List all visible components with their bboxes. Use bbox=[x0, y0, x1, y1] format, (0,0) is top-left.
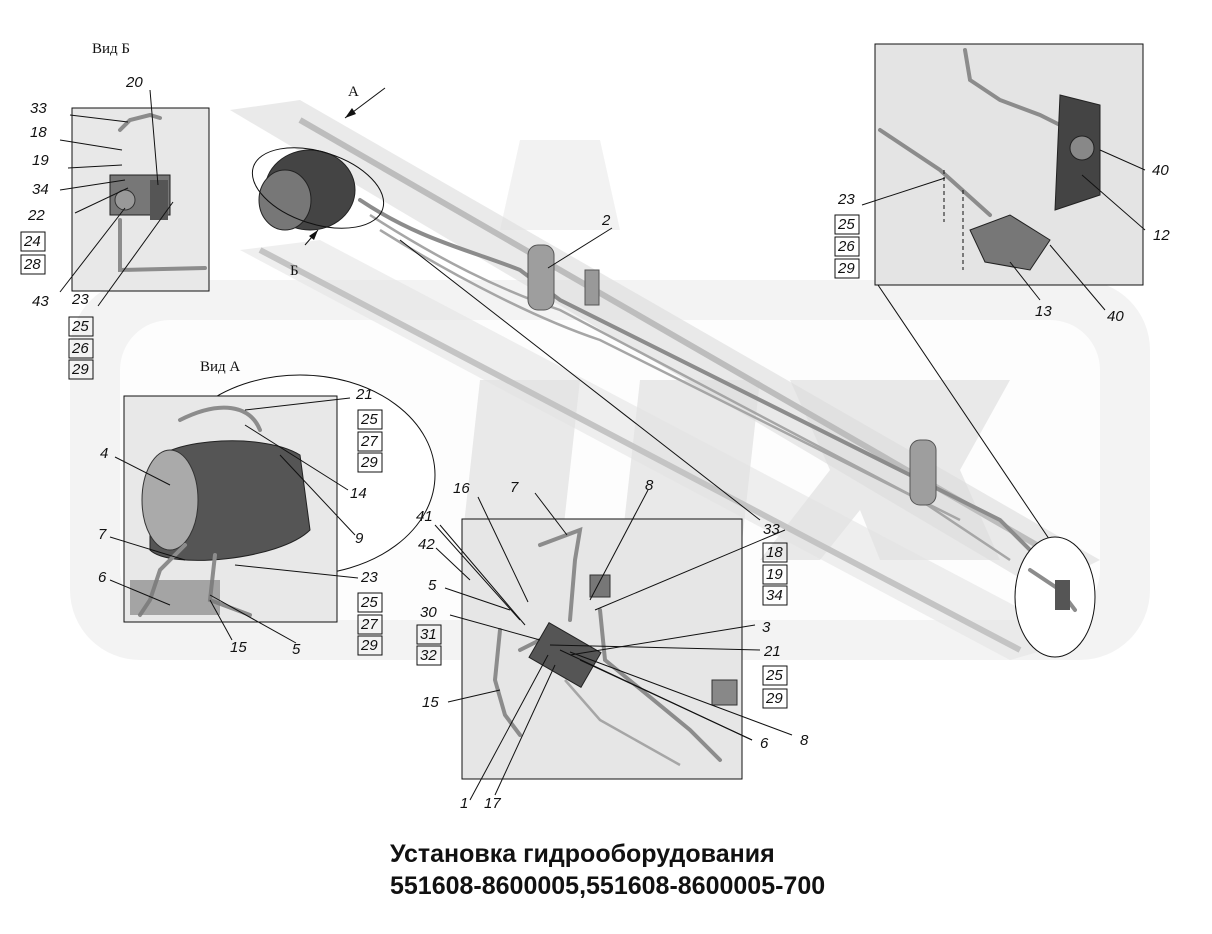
svg-text:8: 8 bbox=[645, 477, 654, 494]
svg-text:23: 23 bbox=[360, 569, 378, 586]
svg-text:40: 40 bbox=[1152, 162, 1169, 179]
svg-text:21: 21 bbox=[763, 643, 781, 660]
svg-text:6: 6 bbox=[760, 735, 769, 752]
svg-text:Вид Б: Вид Б bbox=[92, 41, 130, 57]
svg-text:7: 7 bbox=[510, 479, 519, 496]
svg-text:19: 19 bbox=[766, 566, 783, 583]
svg-text:33: 33 bbox=[763, 521, 780, 538]
svg-text:32: 32 bbox=[420, 647, 437, 664]
svg-text:25: 25 bbox=[71, 318, 89, 335]
svg-text:13: 13 bbox=[1035, 303, 1052, 320]
svg-text:26: 26 bbox=[71, 340, 89, 357]
svg-text:2: 2 bbox=[601, 212, 611, 229]
callout-2: 2 bbox=[547, 212, 613, 269]
svg-text:22: 22 bbox=[27, 207, 45, 224]
svg-text:15: 15 bbox=[422, 694, 439, 711]
svg-text:16: 16 bbox=[453, 480, 470, 497]
inset-center-detail: 16 7 8 41 42 33 18 19 34 5 30 31 32 3 21… bbox=[399, 239, 809, 812]
svg-text:9: 9 bbox=[355, 530, 364, 547]
svg-text:33: 33 bbox=[30, 100, 47, 117]
svg-text:20: 20 bbox=[125, 74, 143, 91]
svg-text:34: 34 bbox=[766, 587, 783, 604]
svg-text:14: 14 bbox=[350, 485, 367, 502]
svg-text:23: 23 bbox=[837, 191, 855, 208]
svg-text:19: 19 bbox=[32, 152, 49, 169]
chassis-frame bbox=[230, 100, 1100, 660]
svg-text:21: 21 bbox=[355, 386, 373, 403]
svg-text:26: 26 bbox=[837, 238, 855, 255]
svg-text:6: 6 bbox=[98, 569, 107, 586]
svg-text:7: 7 bbox=[98, 526, 107, 543]
svg-text:24: 24 bbox=[23, 233, 41, 250]
svg-text:17: 17 bbox=[484, 795, 501, 812]
svg-text:25: 25 bbox=[360, 411, 378, 428]
svg-text:551608-8600005,551608-8600005-: 551608-8600005,551608-8600005-700 bbox=[390, 872, 825, 900]
svg-text:34: 34 bbox=[32, 181, 49, 198]
svg-text:28: 28 bbox=[23, 256, 41, 273]
svg-text:25: 25 bbox=[360, 594, 378, 611]
svg-text:5: 5 bbox=[428, 577, 437, 594]
view-arrow-a: А bbox=[344, 84, 386, 119]
svg-text:41: 41 bbox=[416, 508, 433, 525]
svg-text:29: 29 bbox=[837, 260, 855, 277]
svg-text:8: 8 bbox=[800, 732, 809, 749]
inset-bracket-detail: 40 12 23 25 26 29 13 40 bbox=[834, 43, 1170, 658]
svg-text:29: 29 bbox=[765, 690, 783, 707]
svg-text:5: 5 bbox=[292, 641, 301, 658]
svg-text:4: 4 bbox=[100, 445, 108, 462]
svg-text:40: 40 bbox=[1107, 308, 1124, 325]
svg-text:23: 23 bbox=[71, 291, 89, 308]
inset-view-a: Вид А 21 25 27 29 4 14 9 7 6 15 5 23 25 bbox=[98, 359, 436, 658]
svg-text:29: 29 bbox=[360, 454, 378, 471]
svg-text:Установка гидрооборудования: Установка гидрооборудования bbox=[390, 840, 775, 868]
svg-text:25: 25 bbox=[765, 667, 783, 684]
inset-view-b: Вид Б 33 20 18 19 34 22 24 28 43 23 25 2… bbox=[20, 41, 210, 380]
view-arrow-b: Б bbox=[290, 229, 319, 279]
svg-text:27: 27 bbox=[360, 616, 378, 633]
svg-text:25: 25 bbox=[837, 216, 855, 233]
svg-text:42: 42 bbox=[418, 536, 435, 553]
svg-text:29: 29 bbox=[360, 637, 378, 654]
svg-text:12: 12 bbox=[1153, 227, 1170, 244]
svg-text:18: 18 bbox=[766, 544, 783, 561]
svg-text:43: 43 bbox=[32, 293, 49, 310]
svg-text:30: 30 bbox=[420, 604, 437, 621]
svg-text:1: 1 bbox=[460, 795, 468, 812]
svg-text:15: 15 bbox=[230, 639, 247, 656]
diagram-title: Установка гидрооборудования 551608-86000… bbox=[390, 840, 825, 900]
svg-text:Вид А: Вид А bbox=[200, 359, 240, 375]
svg-text:18: 18 bbox=[30, 124, 47, 141]
svg-text:29: 29 bbox=[71, 361, 89, 378]
svg-text:Б: Б bbox=[290, 263, 299, 279]
svg-text:А: А bbox=[348, 84, 359, 100]
svg-text:27: 27 bbox=[360, 433, 378, 450]
svg-text:31: 31 bbox=[420, 626, 437, 643]
svg-text:3: 3 bbox=[762, 619, 771, 636]
hydraulic-tank-main bbox=[251, 147, 385, 231]
